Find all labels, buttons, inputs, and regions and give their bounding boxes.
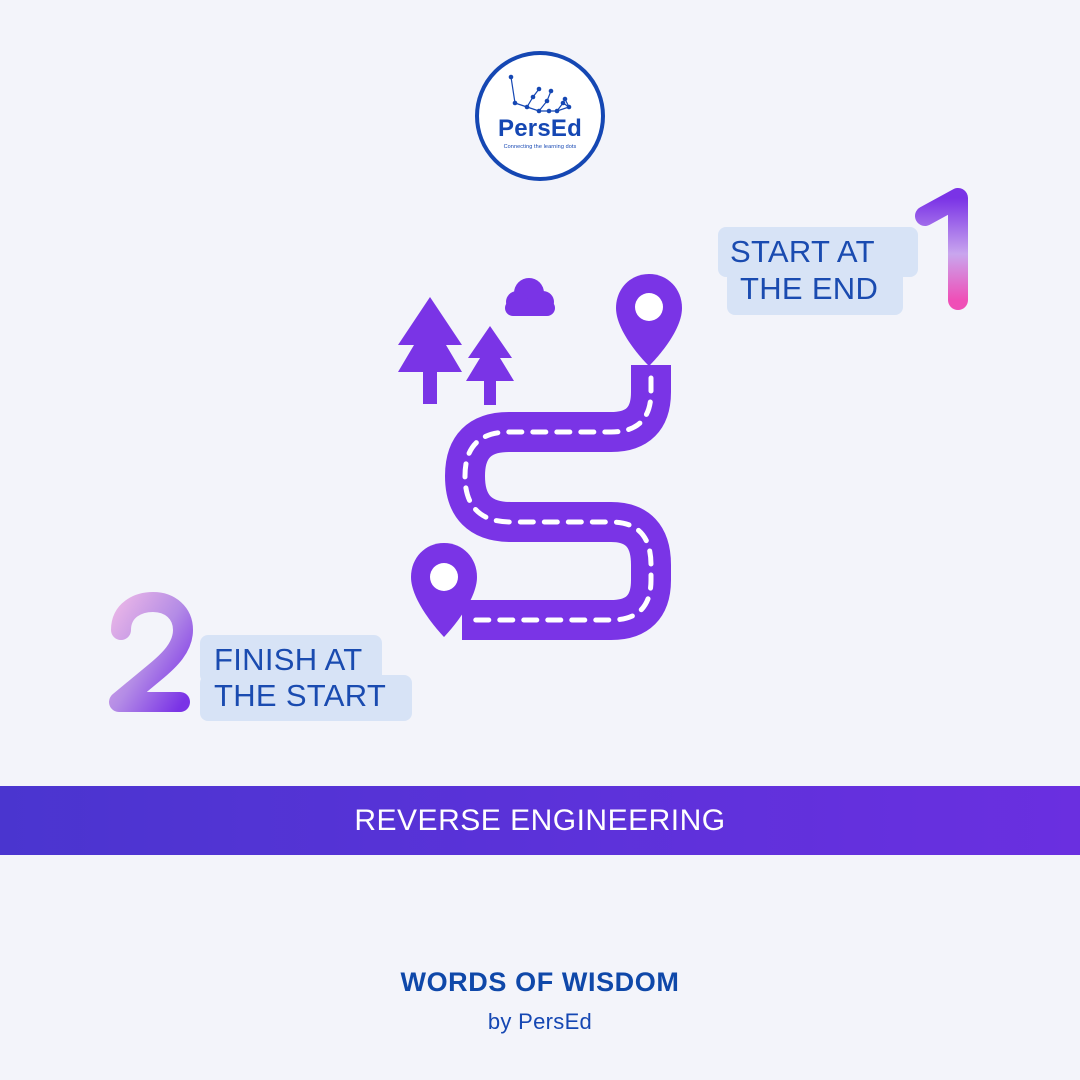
footer-title: WORDS OF WISDOM: [400, 967, 680, 997]
constellation-icon: [508, 74, 572, 114]
step-2-label: FINISH AT THE START: [200, 635, 412, 721]
winding-road-icon: [445, 365, 671, 640]
road-illustration: [109, 188, 968, 712]
step-number-1: [915, 188, 968, 310]
step-number-2: [109, 592, 193, 712]
tree-icon: [398, 297, 462, 404]
footer-subtitle: by PersEd: [487, 1009, 593, 1034]
topic-banner: REVERSE ENGINEERING: [0, 786, 1080, 855]
banner-title: REVERSE ENGINEERING: [354, 803, 726, 837]
step-2-line-1: FINISH AT: [214, 642, 363, 677]
cloud-icon: [505, 278, 555, 316]
map-pin-icon: [616, 274, 682, 366]
tree-icon: [466, 326, 514, 405]
logo-tagline: Connecting the learning dots: [503, 144, 577, 150]
step-1-label: START AT THE END: [718, 227, 918, 315]
logo-name: PersEd: [498, 115, 582, 142]
step-2-line-2: THE START: [214, 678, 387, 713]
persed-logo: PersEd Connecting the learning dots: [475, 51, 605, 181]
step-1-line-1: START AT: [730, 234, 875, 269]
map-pin-icon: [411, 543, 477, 637]
step-1-line-2: THE END: [740, 271, 879, 306]
